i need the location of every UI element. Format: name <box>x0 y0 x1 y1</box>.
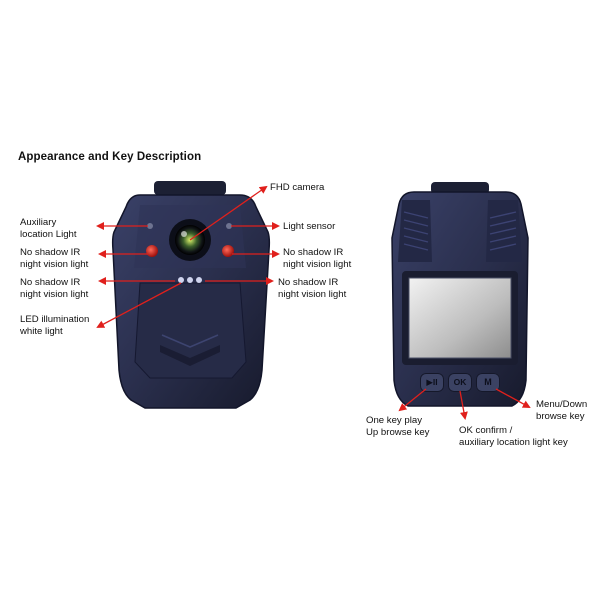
arrow-led-white <box>96 282 182 328</box>
ir-light-right <box>222 245 234 257</box>
led-white-lights <box>178 277 202 283</box>
label-light-sensor: Light sensor <box>283 221 336 232</box>
arrow-menu-key <box>495 388 531 408</box>
label-menu-key: Menu/Down browse key <box>536 399 588 422</box>
label-ir-right-upper: No shadow IR night vision light <box>283 247 352 270</box>
ir-light-left <box>146 245 158 257</box>
label-ok-key: OK confirm / auxiliary location light ke… <box>459 425 568 448</box>
label-ir-right-lower: No shadow IR night vision light <box>278 277 347 300</box>
label-fhd-camera: FHD camera <box>270 182 325 193</box>
arrow-ok-key <box>459 390 468 420</box>
aux-location-light <box>147 223 153 229</box>
label-ir-left-upper: No shadow IR night vision light <box>20 247 89 270</box>
menu-key[interactable] <box>476 373 500 392</box>
light-sensor <box>226 223 232 229</box>
arrow-play-key <box>398 388 427 412</box>
label-led-white: LED illumination white light <box>20 314 90 337</box>
lcd-screen <box>408 277 512 359</box>
page-title: Appearance and Key Description <box>18 151 202 163</box>
label-aux-location-light: Auxiliary location Light <box>20 217 77 240</box>
label-ir-left-lower: No shadow IR night vision light <box>20 277 89 300</box>
arrow-fhd-camera <box>189 185 268 241</box>
play-key[interactable] <box>420 373 444 392</box>
play-key-label: ▶II <box>426 377 438 387</box>
label-play-key: One key play Up browse key <box>366 415 430 438</box>
ok-key[interactable] <box>448 373 472 392</box>
menu-key-label: M <box>484 377 492 387</box>
ok-key-label: OK <box>453 377 467 387</box>
